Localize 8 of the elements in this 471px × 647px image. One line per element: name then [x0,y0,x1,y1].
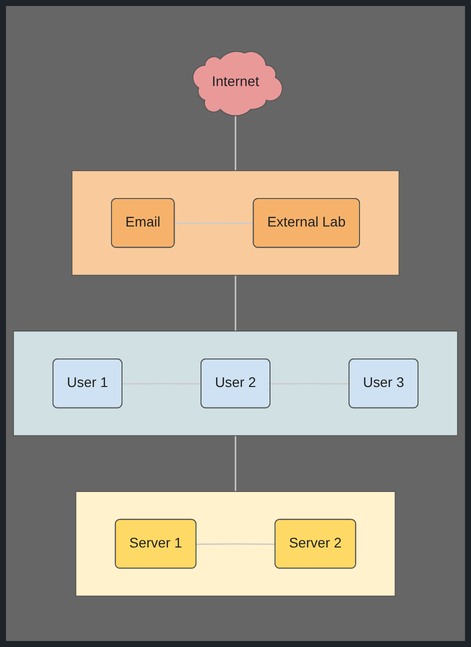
cluster [71,170,400,276]
cluster [12,330,458,436]
connector [174,222,254,224]
connector [234,114,236,170]
connector [234,435,236,492]
cluster [75,490,396,596]
connector [196,542,276,545]
connector [234,275,236,331]
